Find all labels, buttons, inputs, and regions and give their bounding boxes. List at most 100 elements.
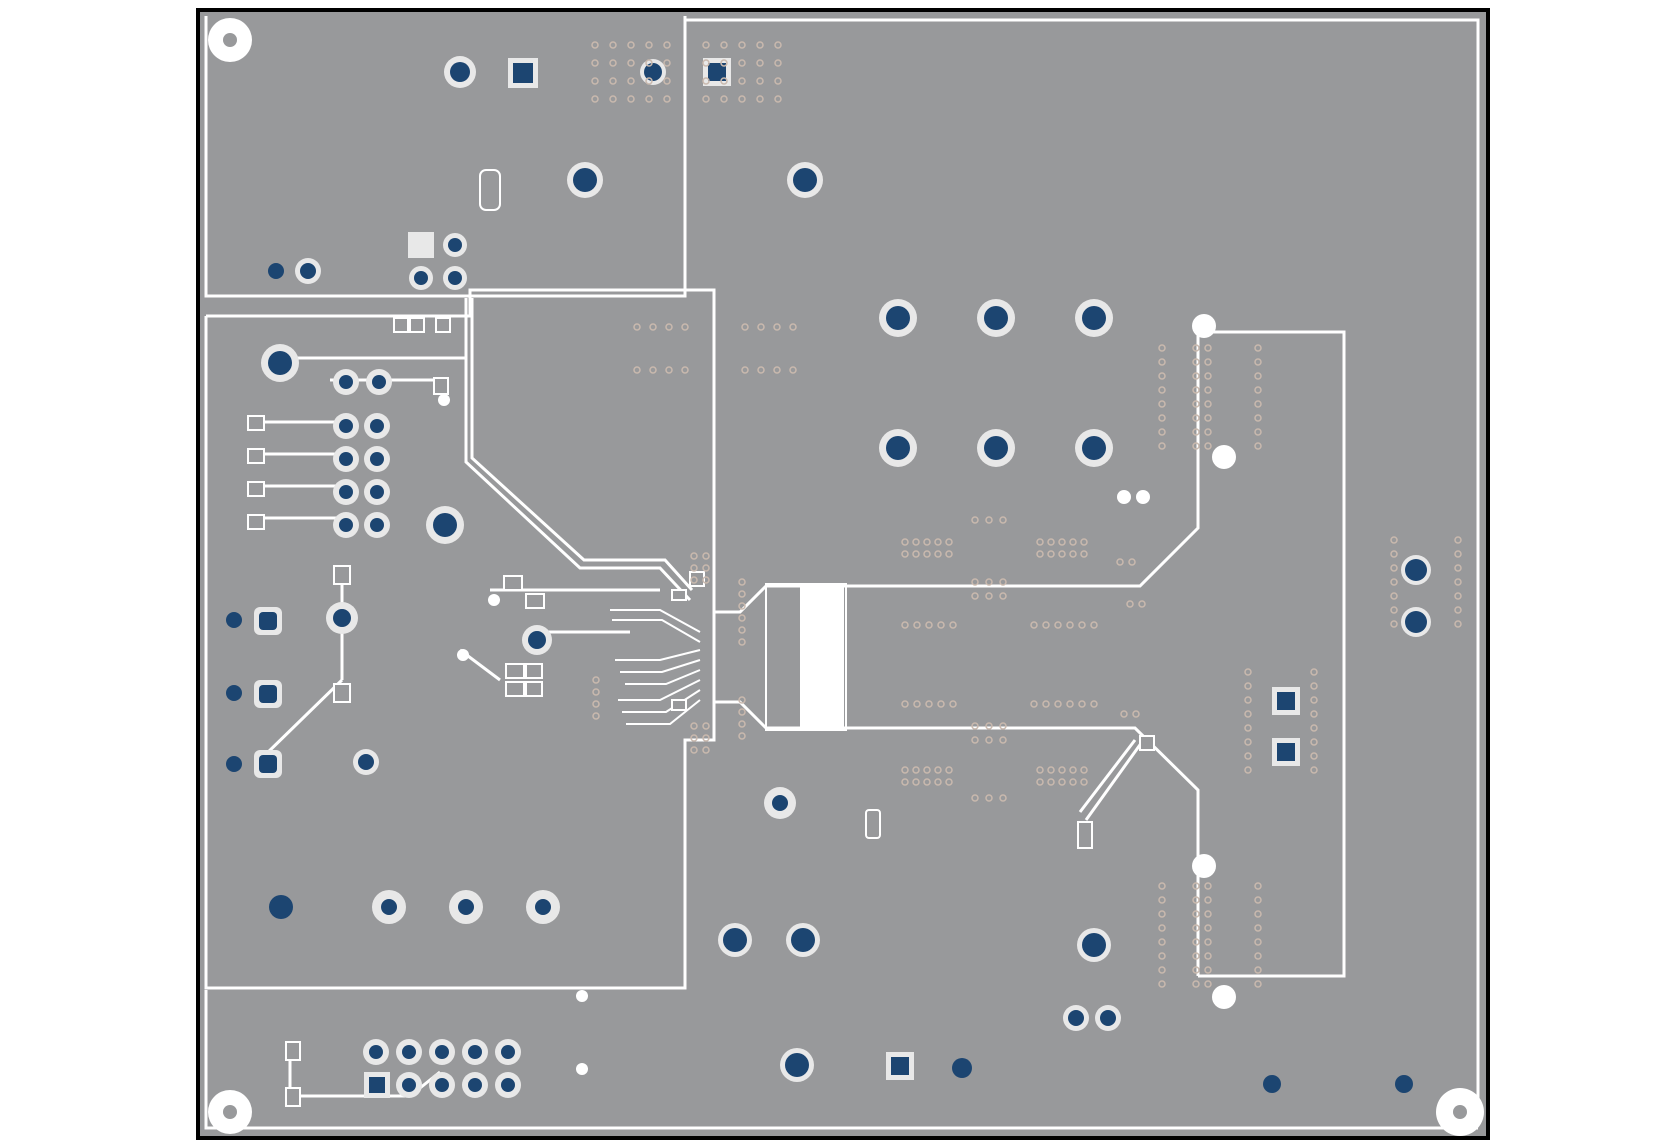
stitching-via (923, 538, 931, 546)
stitching-via (609, 59, 617, 67)
stitching-via (627, 41, 635, 49)
stitching-via (1254, 952, 1262, 960)
stitching-via (741, 366, 749, 374)
ic-thermal-pad (800, 584, 844, 730)
stitching-via (1454, 564, 1462, 572)
stitching-via (1158, 980, 1166, 988)
stitching-via (1158, 896, 1166, 904)
stitching-via (1158, 966, 1166, 974)
stitching-via (1204, 414, 1212, 422)
stitching-via (1390, 550, 1398, 558)
stitching-via (738, 720, 746, 728)
stitching-via (1058, 766, 1066, 774)
stitching-via (1047, 550, 1055, 558)
stitching-via (985, 516, 993, 524)
stitching-via (1192, 344, 1200, 352)
stitching-via (1080, 766, 1088, 774)
stitching-via (1054, 621, 1062, 629)
stitching-via (681, 323, 689, 331)
stitching-via (1204, 910, 1212, 918)
stitching-via (1204, 400, 1212, 408)
stitching-via (1090, 700, 1098, 708)
stitching-via (1454, 536, 1462, 544)
stitching-via (985, 592, 993, 600)
stitching-via (1454, 578, 1462, 586)
stitching-via (690, 722, 698, 730)
stitching-via (627, 95, 635, 103)
stitching-via (1192, 358, 1200, 366)
header-pins (333, 233, 521, 1098)
stitching-via (985, 578, 993, 586)
stitching-via (774, 59, 782, 67)
stitching-via (1192, 882, 1200, 890)
stitching-via (702, 722, 710, 730)
stitching-via (633, 323, 641, 331)
stitching-via (741, 323, 749, 331)
stitching-via (1254, 910, 1262, 918)
stitching-via (690, 576, 698, 584)
stitching-via (901, 700, 909, 708)
stitching-via (923, 778, 931, 786)
stitching-via (912, 538, 920, 546)
mounting-holes (208, 18, 1484, 1136)
stitching-via (1254, 966, 1262, 974)
stitching-via (971, 736, 979, 744)
stitching-via (1090, 621, 1098, 629)
stitching-via (1192, 910, 1200, 918)
stitching-via (1192, 938, 1200, 946)
stitching-via (702, 734, 710, 742)
stitching-via (773, 366, 781, 374)
stitching-via (1158, 428, 1166, 436)
stitching-via (971, 592, 979, 600)
stitching-via (985, 736, 993, 744)
stitching-via (663, 41, 671, 49)
stitching-via (1069, 538, 1077, 546)
stitching-via (1310, 724, 1318, 732)
stitching-via (1036, 766, 1044, 774)
stitching-via (971, 516, 979, 524)
stitching-via (720, 95, 728, 103)
stitching-via (738, 614, 746, 622)
stitching-via (1030, 621, 1038, 629)
board-copper-pour (200, 12, 1486, 1136)
stitching-via (901, 778, 909, 786)
stitching-via (1244, 710, 1252, 718)
stitching-via (1158, 938, 1166, 946)
stitching-via (738, 626, 746, 634)
stitching-via (1454, 606, 1462, 614)
stitching-via (1204, 358, 1212, 366)
stitching-via (773, 323, 781, 331)
stitching-via (1254, 896, 1262, 904)
stitching-via (1390, 578, 1398, 586)
stitching-via (702, 564, 710, 572)
stitching-via (1078, 621, 1086, 629)
stitching-via (1254, 980, 1262, 988)
stitching-via (633, 366, 641, 374)
stitching-via (912, 550, 920, 558)
stitching-via (923, 550, 931, 558)
stitching-via (945, 778, 953, 786)
stitching-via (738, 578, 746, 586)
stitching-via (757, 366, 765, 374)
stitching-via (1254, 442, 1262, 450)
stitching-via (901, 621, 909, 629)
stitching-via (934, 550, 942, 558)
stitching-via (665, 323, 673, 331)
stitching-via (1080, 538, 1088, 546)
stitching-via (1244, 696, 1252, 704)
stitching-via (1192, 896, 1200, 904)
smd-pads (247, 169, 1155, 1107)
stitching-via (1030, 700, 1038, 708)
stitching-via (1042, 700, 1050, 708)
stitching-via (774, 95, 782, 103)
stitching-via (720, 77, 728, 85)
stitching-via (592, 676, 600, 684)
stitching-via (645, 59, 653, 67)
stitching-via (1204, 428, 1212, 436)
stitching-via (1204, 344, 1212, 352)
stitching-via (702, 576, 710, 584)
stitching-via (702, 77, 710, 85)
stitching-via (645, 77, 653, 85)
stitching-via (999, 794, 1007, 802)
stitching-via (1158, 344, 1166, 352)
